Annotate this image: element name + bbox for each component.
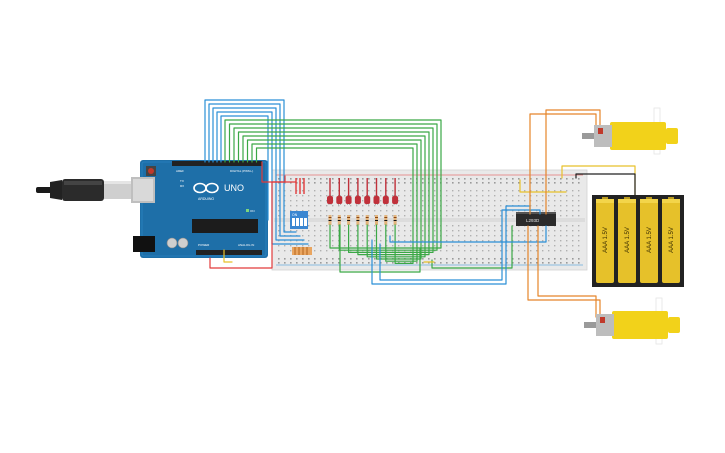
battery-pack[interactable]: AAA 1.5V AAA 1.5V AAA 1.5V AAA 1.5V <box>592 195 684 287</box>
wire <box>251 143 418 262</box>
wire <box>389 225 547 243</box>
led-icon <box>336 178 343 205</box>
wire <box>212 107 305 241</box>
ic-chip-label: L293D <box>526 218 540 223</box>
power-analog-header <box>196 250 262 255</box>
wire <box>228 123 438 251</box>
wire <box>537 225 597 318</box>
capacitor <box>166 237 178 249</box>
motor-bottom[interactable] <box>584 297 680 345</box>
led-icon <box>382 178 389 205</box>
wire <box>527 225 601 318</box>
led-icon <box>354 178 361 205</box>
wire <box>224 119 442 249</box>
wire <box>575 173 636 196</box>
wire <box>545 109 601 215</box>
analog-pins-label: ANALOG IN <box>238 243 254 247</box>
battery-icon: AAA 1.5V <box>596 197 614 283</box>
usb-cable-icon <box>36 179 132 201</box>
aref-label: AREF <box>176 169 184 173</box>
board-logo-label: ARDUINO <box>198 197 214 201</box>
wire <box>220 115 269 221</box>
battery-icon: AAA 1.5V <box>662 197 680 283</box>
led-icon <box>392 178 399 205</box>
led-icon <box>345 178 352 205</box>
resistor-icon <box>328 215 332 225</box>
wire <box>204 99 297 233</box>
resistor-icon <box>375 215 378 225</box>
on-led-label: ON <box>250 209 255 213</box>
resistor-icon <box>347 215 351 225</box>
led-array <box>295 178 399 225</box>
wire <box>379 209 541 281</box>
digital-pins-label: DIGITAL (PWM~) <box>230 169 253 173</box>
led-icon <box>373 178 380 205</box>
wire <box>216 111 309 245</box>
wire <box>208 103 301 237</box>
battery-cells: AAA 1.5V AAA 1.5V AAA 1.5V AAA 1.5V <box>596 197 680 283</box>
pulldown-resistors <box>292 247 312 255</box>
wire <box>233 127 434 253</box>
resistor-icon <box>356 215 360 225</box>
resistor-icon <box>337 215 341 225</box>
wire <box>242 135 426 258</box>
arduino-uno-board[interactable]: UNO ARDUINO DIGITAL (PWM~) POWER ANALOG … <box>131 160 268 258</box>
board-model-label: UNO <box>224 183 244 193</box>
dip-switch[interactable]: ON <box>290 211 308 229</box>
motor-driver-ic[interactable]: L293D <box>516 212 556 226</box>
wire <box>519 179 567 193</box>
wire <box>431 225 513 269</box>
rx-label: RX <box>180 184 184 188</box>
tx-label: TX <box>180 179 184 183</box>
capacitor <box>177 237 189 249</box>
resistor-icon <box>365 215 369 225</box>
resistor-icon <box>393 215 397 225</box>
wire <box>255 147 414 264</box>
battery-cell-label: AAA 1.5V <box>603 227 609 253</box>
wire <box>237 131 430 256</box>
dip-switch-label: ON <box>292 213 298 217</box>
battery-cell-label: AAA 1.5V <box>669 227 675 253</box>
wires <box>204 99 636 318</box>
wire <box>223 249 233 263</box>
wire <box>529 113 597 215</box>
power-pins-label: POWER <box>198 243 210 247</box>
battery-cell-label: AAA 1.5V <box>625 227 631 253</box>
led-icon <box>364 178 371 205</box>
led-icon <box>327 178 333 205</box>
wire <box>261 161 286 183</box>
battery-icon: AAA 1.5V <box>618 197 636 283</box>
digital-header <box>172 161 262 166</box>
battery-cell-label: AAA 1.5V <box>647 227 653 253</box>
microcontroller-chip <box>192 219 258 233</box>
power-jack <box>133 236 155 252</box>
motor-top[interactable] <box>582 107 678 155</box>
battery-icon: AAA 1.5V <box>640 197 658 283</box>
resistor-icon <box>384 215 388 225</box>
wire <box>246 139 422 260</box>
